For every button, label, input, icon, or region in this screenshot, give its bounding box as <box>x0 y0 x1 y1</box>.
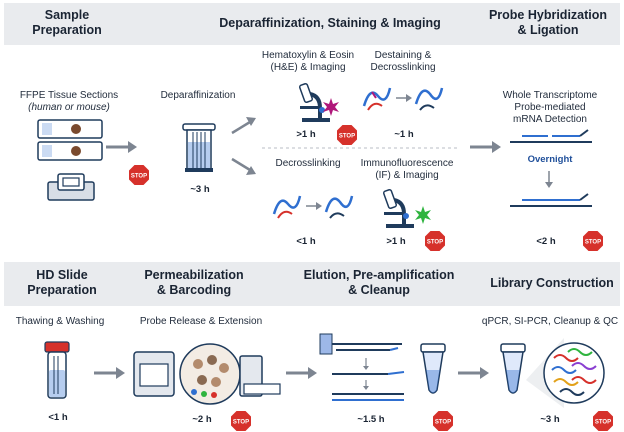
probe-hybridization-header: Probe Hybridization & Ligation <box>488 8 608 37</box>
ligation-down-arrow <box>545 171 553 188</box>
stop-text: STOP <box>585 240 601 246</box>
whole-transcriptome-label: Whole Transcriptome Probe-mediated mRNA … <box>502 90 598 125</box>
stop-sign-permeabilization: STOP <box>231 411 251 431</box>
if-time: >1 h <box>386 236 406 247</box>
top-header-band <box>4 3 620 45</box>
elution-time: ~1.5 h <box>357 414 385 425</box>
stop-text: STOP <box>131 174 147 180</box>
stop-sign-he: STOP <box>337 125 357 145</box>
arrow-elution-to-library <box>458 367 489 379</box>
arrow-perm-to-elution <box>286 367 317 379</box>
ffpe-label: FFPE Tissue Sections (human or mouse) <box>4 90 134 114</box>
elution-header: Elution, Pre-amplification & Cleanup <box>303 268 455 297</box>
arrow-ffpe-to-deparaffinization <box>106 141 137 153</box>
probe-hybridization-time: <2 h <box>536 236 556 247</box>
sample-preparation-header: Sample Preparation <box>32 8 102 37</box>
destaining-label: Destaining & Decrosslinking <box>370 50 436 73</box>
decrosslinking-time: <1 h <box>296 236 316 247</box>
microscope-he-icon <box>298 82 330 122</box>
destaining-rna-icon <box>362 87 444 111</box>
deparaffinization-label: Deparaffinization <box>160 90 236 101</box>
bottom-header-band <box>4 262 620 306</box>
ligated-probe-icon <box>510 193 592 207</box>
library-tube-icon <box>500 343 526 394</box>
stop-sign-if: STOP <box>425 231 445 251</box>
probe-binding-icon <box>510 129 592 143</box>
slide-cassette-icon <box>47 173 95 201</box>
stop-sign-probe: STOP <box>583 231 603 251</box>
decrosslinking-rna-icon <box>272 195 354 219</box>
decrosslinking-label: Decrosslinking <box>275 158 341 169</box>
stop-sign-elution: STOP <box>433 411 453 431</box>
stop-text: STOP <box>233 420 249 426</box>
tissue-slides-icon <box>37 119 103 161</box>
stop-sign-ffpe: STOP <box>129 165 149 185</box>
library-time: ~3 h <box>540 414 560 425</box>
stop-text: STOP <box>339 134 355 140</box>
hd-slide-time: <1 h <box>48 412 68 423</box>
hd-slide-header: HD Slide Preparation <box>27 268 97 297</box>
arrow-hd-to-permeabilization <box>94 367 125 379</box>
if-fluorescence-burst-icon <box>415 206 431 224</box>
deparaffinization-header: Deparaffinization, Staining & Imaging <box>219 16 441 30</box>
arrow-to-probe-hybridization <box>470 141 501 153</box>
elution-strands-icon <box>319 333 405 401</box>
permeabilization-time: ~2 h <box>192 414 212 425</box>
probe-release-label: Probe Release & Extension <box>139 316 263 327</box>
ffpe-title: FFPE Tissue Sections <box>19 90 119 101</box>
overnight-label: Overnight <box>527 154 573 165</box>
branch-divider <box>262 147 458 149</box>
qpcr-label: qPCR, SI-PCR, Cleanup & QC <box>481 316 619 327</box>
he-time: >1 h <box>296 129 316 140</box>
library-magnifier-icon <box>526 338 605 408</box>
reagent-tube-icon <box>44 341 70 399</box>
if-imaging-label: Immunofluorescence (IF) & Imaging <box>360 158 454 181</box>
thawing-washing-label: Thawing & Washing <box>15 316 105 327</box>
permeabilization-header: Permeabilization & Barcoding <box>144 268 244 297</box>
he-stain-burst-icon <box>323 98 339 116</box>
microscope-if-icon <box>382 188 414 228</box>
destaining-time: ~1 h <box>394 129 414 140</box>
library-construction-header: Library Construction <box>490 276 614 290</box>
stop-sign-library: STOP <box>593 411 613 431</box>
stop-text: STOP <box>595 420 611 426</box>
stop-text: STOP <box>427 240 443 246</box>
ffpe-species: (human or mouse) <box>28 102 110 113</box>
arrow-branch-down <box>231 157 256 175</box>
staining-jar-icon <box>182 123 216 172</box>
cytassist-instrument-icon <box>133 343 281 405</box>
arrow-branch-up <box>231 117 256 135</box>
elution-tube-icon <box>420 343 446 394</box>
he-imaging-label: Hematoxylin & Eosin (H&E) & Imaging <box>261 50 355 73</box>
deparaffinization-time: ~3 h <box>190 184 210 195</box>
stop-text: STOP <box>435 420 451 426</box>
